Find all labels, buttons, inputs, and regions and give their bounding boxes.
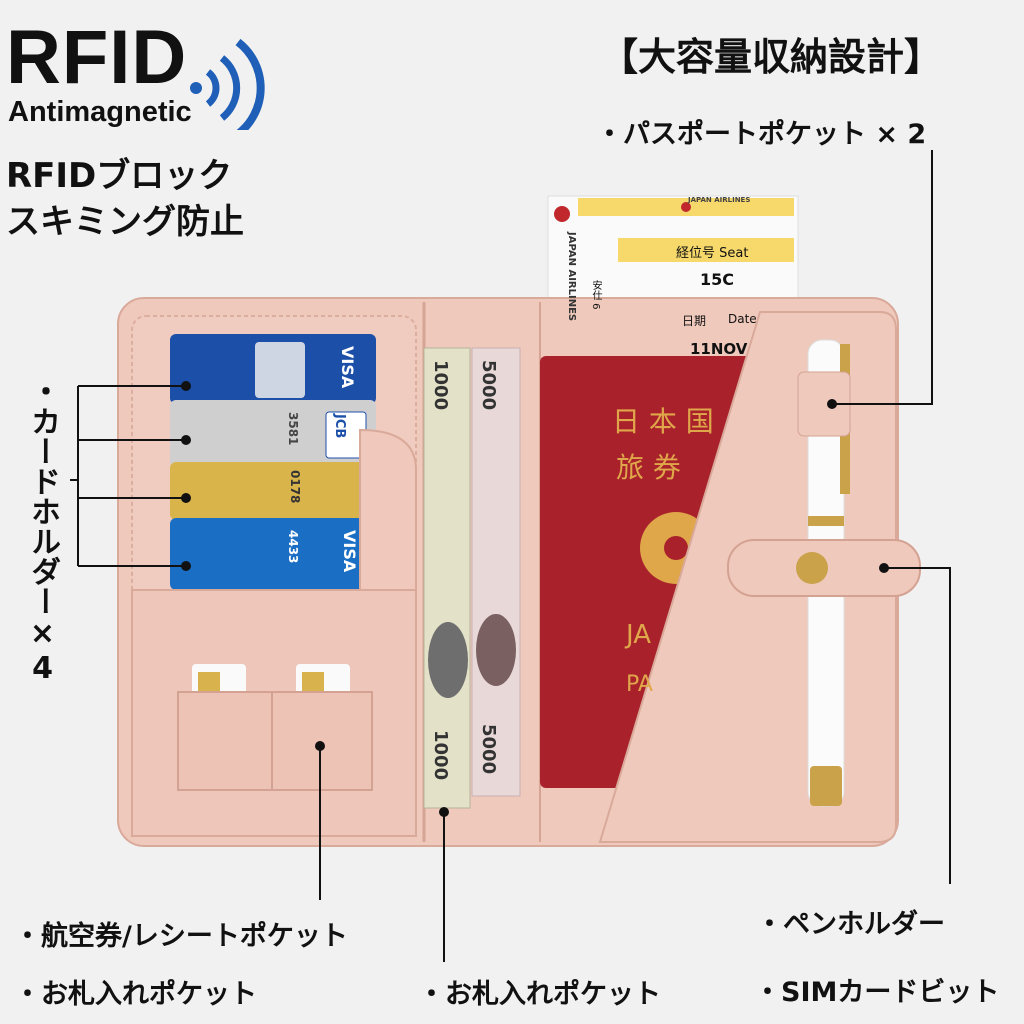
card-3 [170, 462, 376, 520]
card-3-number: 0178 [288, 470, 302, 504]
card-4-brand: VISA [340, 530, 359, 573]
sim-pocket [177, 691, 373, 791]
callout-sim-slot: ・SIMカードビット [754, 977, 1000, 1008]
callout-ticket-pocket: ・航空券/レシートポケット [14, 921, 348, 952]
ticket-airline: JAPAN AIRLINES [688, 196, 751, 204]
passport-line2: 旅 券 [616, 451, 681, 484]
callout-passport-pocket: ・パスポートポケット × 2 [596, 119, 927, 150]
bill-back-top: 5000 [478, 360, 499, 411]
card-1-brand: VISA [338, 346, 357, 389]
card-4 [170, 518, 376, 590]
ticket-seat-label: 経位号 Seat [676, 246, 749, 261]
card-4-number: 4433 [286, 530, 300, 564]
callout-card-holder: ・カードホルダー×4 [25, 376, 60, 686]
bill-front-bottom: 1000 [430, 730, 451, 781]
rfid-jp-line2: スキミング防止 [6, 202, 244, 242]
bills [423, 347, 521, 809]
ticket-date-label: Date [728, 312, 757, 326]
passport-jap: JA [626, 620, 651, 650]
passport-line1: 日 本 国 [612, 405, 714, 438]
ticket-airline-side: JAPAN AIRLINES [566, 232, 577, 322]
ticket-side-code: 安仕 6 [590, 280, 601, 310]
snap-button [796, 552, 828, 584]
callout-bill-pocket-center: ・お札入れポケット [418, 979, 661, 1010]
bill-back-bottom: 5000 [478, 724, 499, 775]
card-2-number: 3581 [286, 412, 300, 446]
rfid-jp-line1: RFIDブロック [6, 156, 233, 196]
rfid-title: RFID [6, 15, 188, 100]
card-2-brand: JCB [332, 414, 347, 439]
rfid-signal-icon [190, 38, 265, 130]
card-stack [170, 334, 376, 590]
rfid-subtitle: Antimagnetic [8, 96, 192, 128]
callout-pen-holder: ・ペンホルダー [756, 909, 945, 940]
bill-front-top: 1000 [430, 360, 451, 411]
ticket-date-label-jp: 日期 [682, 314, 707, 328]
passport-pass: PA [626, 672, 653, 697]
ticket-date: 11NOV [690, 340, 748, 358]
callout-bill-pocket-left: ・お札入れポケット [14, 979, 257, 1010]
ticket-seat: 15C [700, 270, 735, 289]
card-2 [170, 400, 376, 468]
capacity-title: 【大容量収納設計】 [600, 35, 943, 79]
